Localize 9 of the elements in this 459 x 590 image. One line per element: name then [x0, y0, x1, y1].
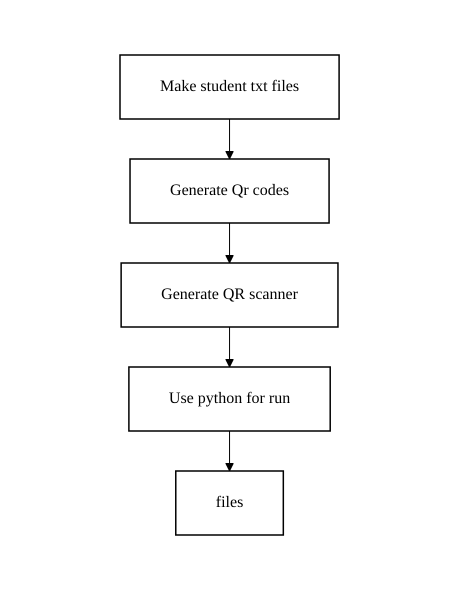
arrow — [225, 118, 234, 160]
process-box: Generate QR scanner — [120, 262, 339, 328]
arrow — [225, 430, 234, 472]
process-box: files — [174, 470, 284, 536]
arrow — [225, 326, 234, 368]
arrow — [225, 222, 234, 264]
process-box: Generate Qr codes — [129, 158, 330, 224]
process-box: Use python for run — [128, 366, 331, 432]
process-box: Make student txt files — [119, 54, 340, 120]
